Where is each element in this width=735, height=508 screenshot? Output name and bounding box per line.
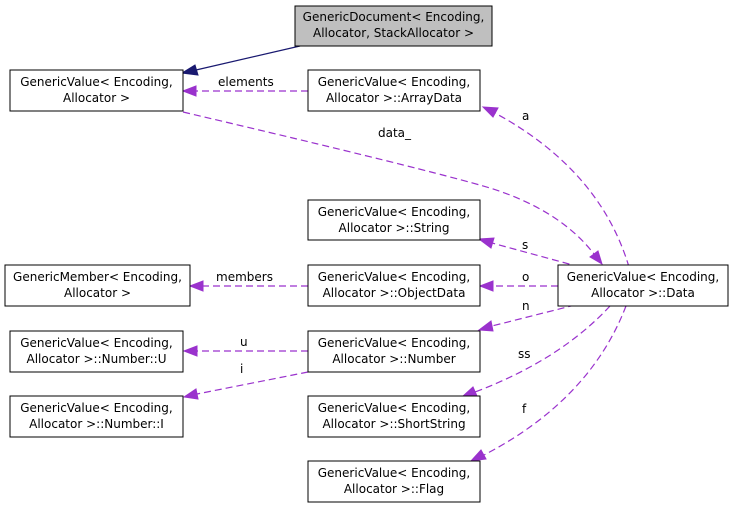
edge-s-arrowhead <box>477 237 495 249</box>
node-generic-value[interactable]: GenericValue< Encoding, Allocator > <box>9 69 184 112</box>
node-string[interactable]: GenericValue< Encoding, Allocator >::Str… <box>307 199 481 241</box>
node-generic-member-line2: Allocator > <box>64 286 131 300</box>
node-short-string[interactable]: GenericValue< Encoding, Allocator >::Sho… <box>307 395 481 438</box>
edge-f <box>483 305 627 456</box>
edge-label-n: n <box>522 299 530 313</box>
edge-n-arrowhead <box>477 320 494 332</box>
edge-n <box>491 304 576 327</box>
node-generic-document-line2: Allocator, StackAllocator > <box>313 26 474 40</box>
edge-o-arrowhead <box>478 280 494 292</box>
node-number-i-line1: GenericValue< Encoding, <box>20 401 172 415</box>
node-number-u-line1: GenericValue< Encoding, <box>20 336 172 350</box>
node-string-line2: Allocator >::String <box>339 221 450 235</box>
node-number[interactable]: GenericValue< Encoding, Allocator >::Num… <box>307 330 481 373</box>
edge-label-data: data_ <box>378 126 412 140</box>
node-flag-line1: GenericValue< Encoding, <box>318 466 470 480</box>
node-object-data-line2: Allocator >::ObjectData <box>323 286 466 300</box>
node-generic-document[interactable]: GenericDocument< Encoding, Allocator, St… <box>294 5 493 47</box>
edge-inheritance-arrowhead <box>180 64 199 76</box>
node-array-data-line1: GenericValue< Encoding, <box>318 75 470 89</box>
node-number-u-line2: Allocator >::Number::U <box>27 352 167 366</box>
node-number-line2: Allocator >::Number <box>332 352 455 366</box>
node-flag-line2: Allocator >::Flag <box>344 482 444 496</box>
node-generic-member-line1: GenericMember< Encoding, <box>13 270 182 284</box>
edge-label-members: members <box>216 270 273 284</box>
edge-label-o: o <box>522 270 529 284</box>
edge-inheritance-document-value <box>195 45 301 71</box>
node-data-line2: Allocator >::Data <box>591 286 695 300</box>
node-generic-document-line1: GenericDocument< Encoding, <box>303 10 485 24</box>
edge-label-f: f <box>522 402 527 416</box>
edge-f-arrowhead <box>469 449 487 462</box>
edge-a <box>494 112 630 268</box>
edge-label-i: i <box>240 362 243 376</box>
edge-a-arrowhead <box>481 106 499 118</box>
edge-i <box>196 371 309 395</box>
node-generic-value-line1: GenericValue< Encoding, <box>20 75 172 89</box>
edge-s <box>491 242 581 268</box>
edge-data-arrowhead <box>589 250 603 266</box>
node-number-u[interactable]: GenericValue< Encoding, Allocator >::Num… <box>9 330 184 373</box>
edge-label-ss: ss <box>518 347 531 361</box>
node-generic-member[interactable]: GenericMember< Encoding, Allocator > <box>4 264 191 307</box>
edge-data <box>182 111 595 255</box>
node-array-data[interactable]: GenericValue< Encoding, Allocator >::Arr… <box>307 69 481 112</box>
edge-elements-arrowhead <box>181 85 197 97</box>
node-number-i-line2: Allocator >::Number::I <box>29 417 164 431</box>
node-number-i[interactable]: GenericValue< Encoding, Allocator >::Num… <box>9 395 184 438</box>
node-number-line1: GenericValue< Encoding, <box>318 336 470 350</box>
node-short-string-line1: GenericValue< Encoding, <box>318 401 470 415</box>
node-data[interactable]: GenericValue< Encoding, Allocator >::Dat… <box>557 264 729 307</box>
node-object-data-line1: GenericValue< Encoding, <box>318 270 470 284</box>
node-data-line1: GenericValue< Encoding, <box>567 270 719 284</box>
node-string-line1: GenericValue< Encoding, <box>318 205 470 219</box>
node-array-data-line2: Allocator >::ArrayData <box>326 91 462 105</box>
edge-label-s: s <box>522 238 528 252</box>
node-generic-value-line2: Allocator > <box>63 91 130 105</box>
edge-ss <box>474 305 611 393</box>
edge-label-elements: elements <box>218 75 274 89</box>
edge-label-a: a <box>522 109 529 123</box>
node-flag[interactable]: GenericValue< Encoding, Allocator >::Fla… <box>307 460 481 503</box>
edge-members-arrowhead <box>188 280 204 292</box>
edge-label-u: u <box>240 335 248 349</box>
edge-i-arrowhead <box>182 388 199 400</box>
node-short-string-line2: Allocator >::ShortString <box>322 417 465 431</box>
edge-u-arrowhead <box>182 345 198 357</box>
node-object-data[interactable]: GenericValue< Encoding, Allocator >::Obj… <box>307 264 481 307</box>
